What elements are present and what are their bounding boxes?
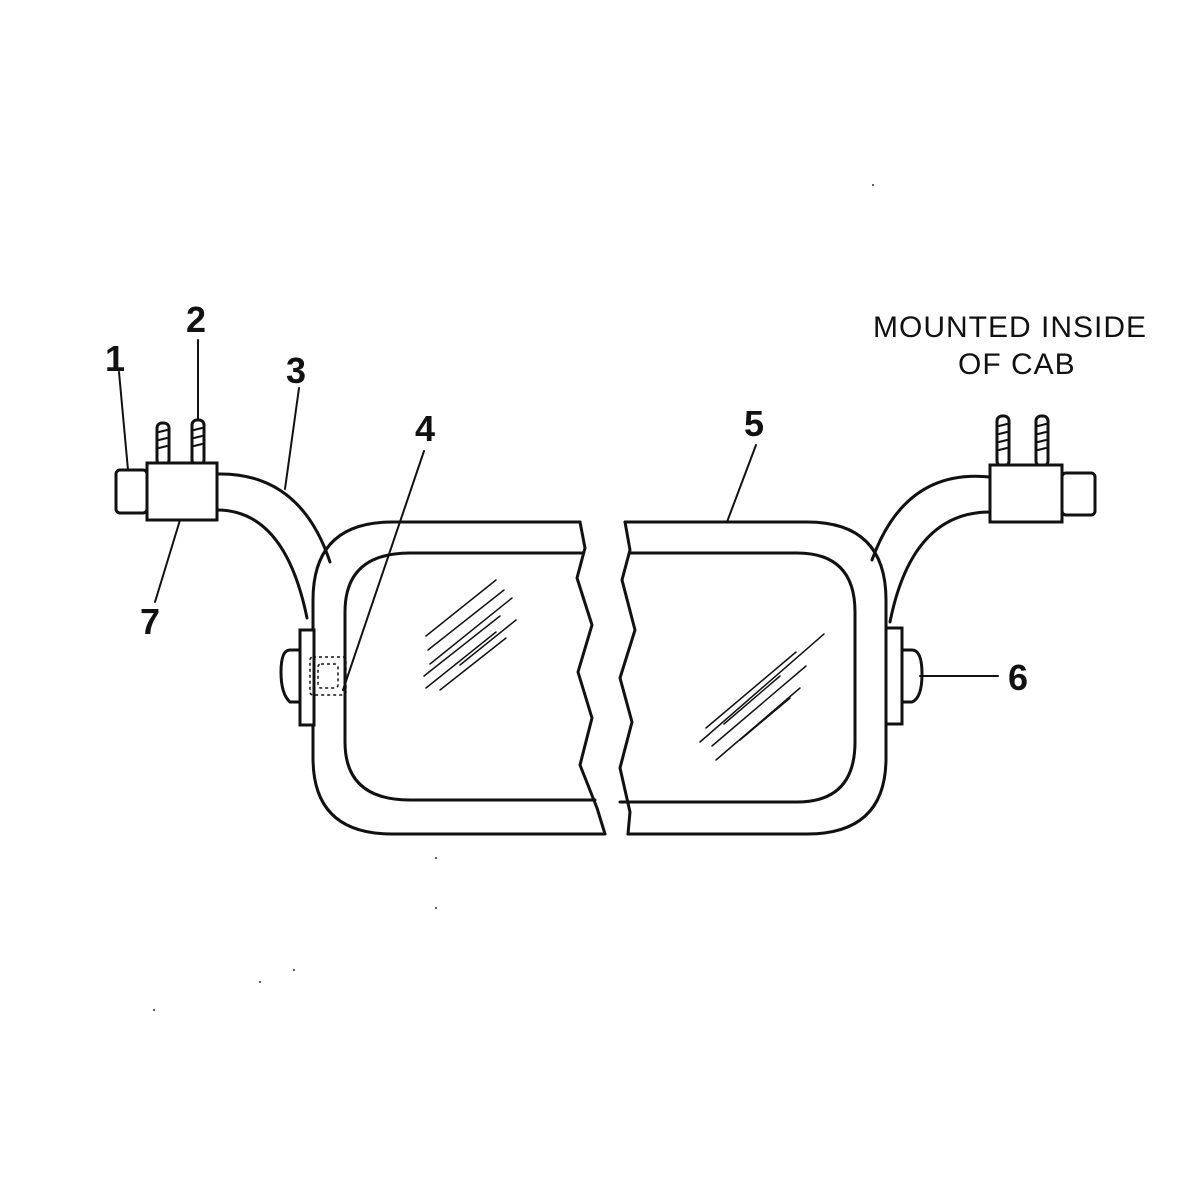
break-line-right (618, 520, 637, 836)
right-swivel-mount (884, 626, 924, 726)
right-arm-tube (870, 474, 992, 562)
mirror-frame-left-outer (311, 520, 607, 836)
leader-3 (284, 387, 300, 490)
left-mounting-arm (114, 418, 332, 620)
left-end-cap (114, 468, 149, 515)
callout-4: 4 (415, 408, 435, 449)
left-swivel-mount (279, 628, 347, 727)
left-mount-plate (298, 628, 316, 727)
left-mount-knob (279, 648, 302, 704)
right-mount-knob (900, 648, 924, 704)
note-line-1: MOUNTED INSIDE (873, 311, 1147, 344)
left-stud-b (190, 418, 206, 467)
callout-6: 6 (1008, 657, 1028, 698)
leader-5 (726, 444, 757, 523)
leader-4 (342, 450, 425, 691)
callout-2: 2 (186, 299, 206, 340)
right-mount-plate (884, 626, 904, 726)
glass-reflection-left (423, 579, 517, 691)
mounting-note: MOUNTED INSIDE OF CAB (873, 311, 1147, 381)
callout-3: 3 (286, 350, 306, 391)
callout-1: 1 (105, 338, 125, 379)
break-line-left (575, 520, 607, 836)
glass-reflection-right (699, 633, 825, 761)
leader-7 (154, 519, 181, 603)
right-mounting-arm (870, 414, 1097, 624)
mirror-frame-right-inner (618, 551, 857, 804)
scan-specks (153, 184, 874, 1011)
callout-labels: 1 2 3 4 5 6 7 (105, 299, 1028, 698)
right-end-cap (1060, 471, 1097, 517)
left-clamp-block (145, 461, 219, 522)
right-clamp-block (988, 463, 1064, 524)
mirror-frame-left-inner (343, 551, 597, 802)
callout-7: 7 (140, 601, 160, 642)
leader-lines (118, 339, 999, 691)
mirror-frame-right-outer (623, 520, 888, 836)
retaining-bracket (309, 656, 347, 696)
note-line-2: OF CAB (958, 348, 1076, 381)
leader-1 (118, 371, 129, 471)
mirror-frame (311, 520, 888, 836)
left-arm-tube (215, 472, 332, 564)
callout-5: 5 (744, 403, 764, 444)
